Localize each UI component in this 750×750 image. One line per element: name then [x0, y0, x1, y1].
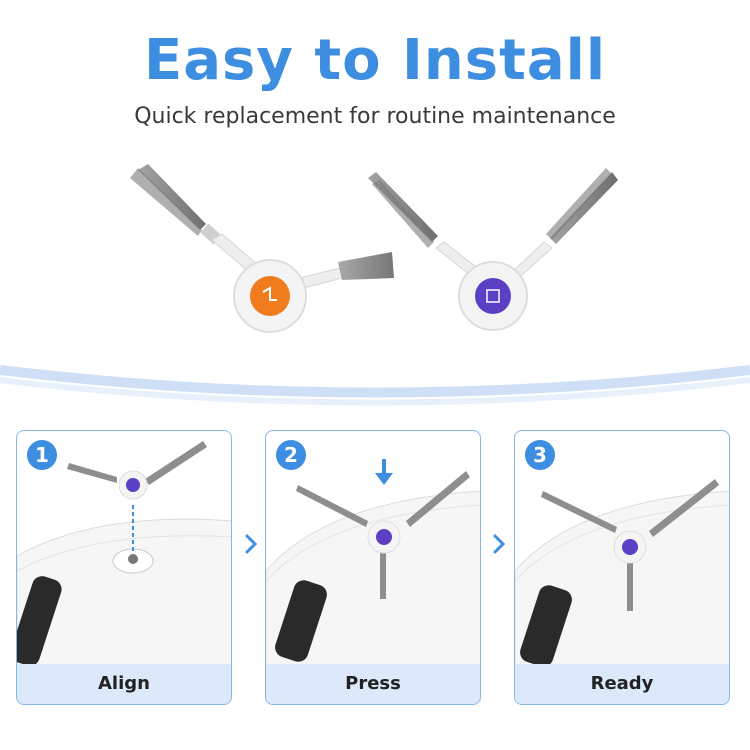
step-label: Align [17, 664, 231, 704]
step-number-badge: 3 [525, 440, 555, 470]
purple-hub-icon [475, 278, 511, 314]
arrow-down-icon [375, 459, 393, 485]
page-title: Easy to Install [143, 28, 607, 93]
page-subtitle: Quick replacement for routine maintenanc… [134, 104, 616, 129]
right-side-brush [368, 168, 618, 331]
side-brushes-illustration [130, 164, 618, 333]
step-label: Ready [515, 664, 729, 704]
align-illustration [17, 441, 231, 666]
ready-illustration [515, 479, 729, 666]
step-number-badge: 2 [276, 440, 306, 470]
step-number-badge: 1 [27, 440, 57, 470]
left-side-brush [130, 164, 394, 333]
step-card-press: 2 Press [265, 430, 481, 705]
step-card-align: 1 Align [16, 430, 232, 705]
chevron-right-icon [245, 534, 258, 554]
step-card-ready: 3 Ready [514, 430, 730, 705]
chevron-right-icon [493, 534, 506, 554]
press-illustration [266, 459, 480, 666]
step-label: Press [266, 664, 480, 704]
